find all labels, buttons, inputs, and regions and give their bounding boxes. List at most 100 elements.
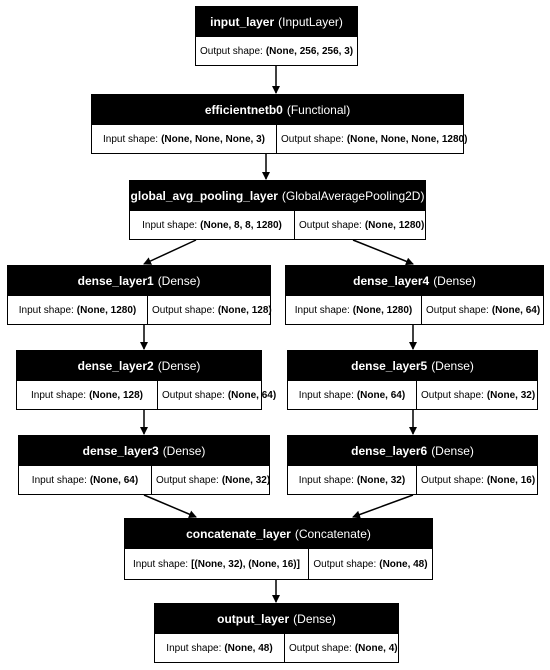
input-shape-value: (None, 1280) xyxy=(352,304,413,316)
layer-node-dense-layer5[interactable]: dense_layer5(Dense)Input shape:(None, 64… xyxy=(287,350,538,410)
layer-node-dense-layer1[interactable]: dense_layer1(Dense)Input shape:(None, 12… xyxy=(7,265,272,325)
layer-header: global_avg_pooling_layer(GlobalAveragePo… xyxy=(130,181,425,211)
input-shape-cell: Input shape:(None, 32) xyxy=(288,466,416,494)
input-shape-label: Input shape: xyxy=(298,389,354,401)
edge-global-avg-pooling-layer-to-dense-layer1 xyxy=(143,239,197,265)
output-shape-cell: Output shape:(None, 64) xyxy=(157,381,280,409)
output-shape-label: Output shape: xyxy=(281,133,344,145)
input-shape-cell: Input shape:(None, 64) xyxy=(19,466,151,494)
output-shape-value: (None, 32) xyxy=(221,474,271,486)
layer-node-input-layer[interactable]: input_layer(InputLayer) Output shape:(Non… xyxy=(195,6,358,66)
output-shape-cell: Output shape:(None, None, None, 1280) xyxy=(276,125,471,153)
layer-shapes: Input shape:(None, 128)Output shape:(Non… xyxy=(17,381,276,409)
layer-type: (Dense) xyxy=(157,359,201,373)
layer-node-global-avg-pooling-layer[interactable]: global_avg_pooling_layer(GlobalAveragePo… xyxy=(129,180,426,240)
input-shape-cell: Input shape:(None, 128) xyxy=(17,381,157,409)
input-shape-cell: Input shape:(None, 48) xyxy=(155,634,284,662)
layer-name: global_avg_pooling_layer xyxy=(130,189,278,203)
input-shape-cell: Input shape:(None, 8, 8, 1280) xyxy=(130,211,294,239)
layer-header: dense_layer4(Dense) xyxy=(286,266,543,296)
layer-header: dense_layer3(Dense) xyxy=(19,436,269,466)
input-shape-label: Input shape: xyxy=(298,474,354,486)
input-shape-label: Input shape: xyxy=(31,389,87,401)
input-shape-value: (None, 64) xyxy=(89,474,139,486)
output-shape-value: (None, 64) xyxy=(227,389,277,401)
layer-type: (Dense) xyxy=(433,274,476,288)
output-shape-value: (None, 32) xyxy=(486,389,536,401)
input-shape-value: (None, 48) xyxy=(224,642,273,654)
edge-global-avg-pooling-layer-to-dense-layer4 xyxy=(352,239,414,266)
output-shape-cell: Output shape:(None, 64) xyxy=(421,296,544,324)
layer-type: (Dense) xyxy=(293,612,336,626)
output-shape-label: Output shape: xyxy=(421,474,484,486)
layer-name: efficientnetb0 xyxy=(204,103,283,117)
layer-header: output_layer(Dense) xyxy=(155,604,398,634)
input-shape-cell: Input shape:(None, None, None, 3) xyxy=(92,125,276,153)
edge-dense-layer6-to-concatenate-layer xyxy=(352,494,414,519)
layer-shapes: Input shape:(None, 8, 8, 1280)Output sha… xyxy=(130,211,425,239)
output-shape-label: Output shape: xyxy=(289,642,352,654)
output-shape-cell: Output shape:(None, 32) xyxy=(416,381,539,409)
output-shape-cell: Output shape:(None, 16) xyxy=(416,466,539,494)
input-shape-label: Input shape: xyxy=(294,304,350,316)
layer-name: dense_layer2 xyxy=(77,359,154,373)
layer-name: concatenate_layer xyxy=(186,527,291,541)
layer-name: dense_layer6 xyxy=(351,444,428,458)
layer-shapes: Input shape:(None, 1280)Output shape:(No… xyxy=(286,296,543,324)
output-shape-value: (None, 48) xyxy=(379,558,428,570)
input-shape-cell: Input shape:[(None, 32), (None, 16)] xyxy=(125,549,308,579)
output-shape-cell: Output shape:(None, 1280) xyxy=(294,211,428,239)
layer-type: (GlobalAveragePooling2D) xyxy=(281,189,425,203)
layer-name: output_layer xyxy=(217,612,290,626)
output-shape-cell: Output shape:(None, 4) xyxy=(284,634,402,662)
layer-name: dense_layer5 xyxy=(351,359,428,373)
output-shape-cell: Output shape:(None, 32) xyxy=(151,466,274,494)
layer-node-concatenate-layer[interactable]: concatenate_layer(Concatenate) Input shap… xyxy=(124,518,433,580)
layer-type: (InputLayer) xyxy=(278,15,343,29)
layer-type: (Concatenate) xyxy=(294,527,371,541)
output-shape-label: Output shape: xyxy=(426,304,489,316)
layer-header: efficientnetb0(Functional) xyxy=(92,95,463,125)
layer-header: dense_layer2(Dense) xyxy=(17,351,261,381)
input-shape-cell: Input shape:(None, 1280) xyxy=(8,296,147,324)
layer-header: dense_layer6(Dense) xyxy=(288,436,537,466)
edge-dense-layer3-to-concatenate-layer xyxy=(143,494,197,518)
layer-node-dense-layer6[interactable]: dense_layer6(Dense)Input shape:(None, 32… xyxy=(287,435,538,495)
layer-header: dense_layer5(Dense) xyxy=(288,351,537,381)
input-shape-value: (None, None, None, 3) xyxy=(161,133,265,145)
output-shape-value: (None, 1280) xyxy=(364,219,425,231)
layer-shapes: Output shape:(None, 256, 256, 3) xyxy=(196,37,357,65)
output-shape-value: (None, 4) xyxy=(354,642,398,654)
layer-name: input_layer xyxy=(210,15,275,29)
input-shape-value: (None, 128) xyxy=(89,389,143,401)
layer-type: (Dense) xyxy=(157,274,201,288)
input-shape-label: Input shape: xyxy=(166,642,222,654)
output-shape-cell: Output shape:(None, 48) xyxy=(308,549,432,579)
input-shape-value: (None, 8, 8, 1280) xyxy=(200,219,282,231)
input-shape-label: Input shape: xyxy=(133,558,189,570)
layer-name: dense_layer3 xyxy=(82,444,159,458)
layer-shapes: Input shape:(None, 1280)Output shape:(No… xyxy=(8,296,272,324)
layer-shapes: Input shape:(None, None, None, 3) Output … xyxy=(92,125,467,153)
layer-shapes: Input shape:(None, 32)Output shape:(None… xyxy=(288,466,537,494)
layer-node-efficientnetb0[interactable]: efficientnetb0(Functional)Input shape:(N… xyxy=(91,94,467,154)
layer-node-dense-layer3[interactable]: dense_layer3(Dense)Input shape:(None, 64… xyxy=(18,435,270,495)
input-shape-value: (None, 32) xyxy=(356,474,406,486)
input-shape-label: Input shape: xyxy=(18,304,74,316)
layer-type: (Dense) xyxy=(431,359,474,373)
layer-node-dense-layer4[interactable]: dense_layer4(Dense)Input shape:(None, 12… xyxy=(285,265,544,325)
layer-shapes: Input shape:(None, 48)Output shape:(None… xyxy=(155,634,398,662)
output-shape-label: Output shape: xyxy=(313,558,377,570)
output-shape-label: Output shape: xyxy=(156,474,219,486)
input-shape-value: [(None, 32), (None, 16)] xyxy=(191,558,300,570)
layer-node-dense-layer2[interactable]: dense_layer2(Dense)Input shape:(None, 12… xyxy=(16,350,276,410)
layer-shapes: Input shape:(None, 64)Output shape:(None… xyxy=(19,466,270,494)
input-shape-cell: Input shape:(None, 1280) xyxy=(286,296,421,324)
output-shape-cell: Output shape:(None, 256, 256, 3) xyxy=(196,37,357,65)
output-shape-label: Output shape: xyxy=(162,389,225,401)
output-shape-label: Output shape: xyxy=(152,304,215,316)
layer-node-output-layer[interactable]: output_layer(Dense)Input shape:(None, 48… xyxy=(154,603,399,663)
output-shape-cell: Output shape:(None, 128) xyxy=(147,296,276,324)
output-shape-value: (None, 16) xyxy=(486,474,536,486)
